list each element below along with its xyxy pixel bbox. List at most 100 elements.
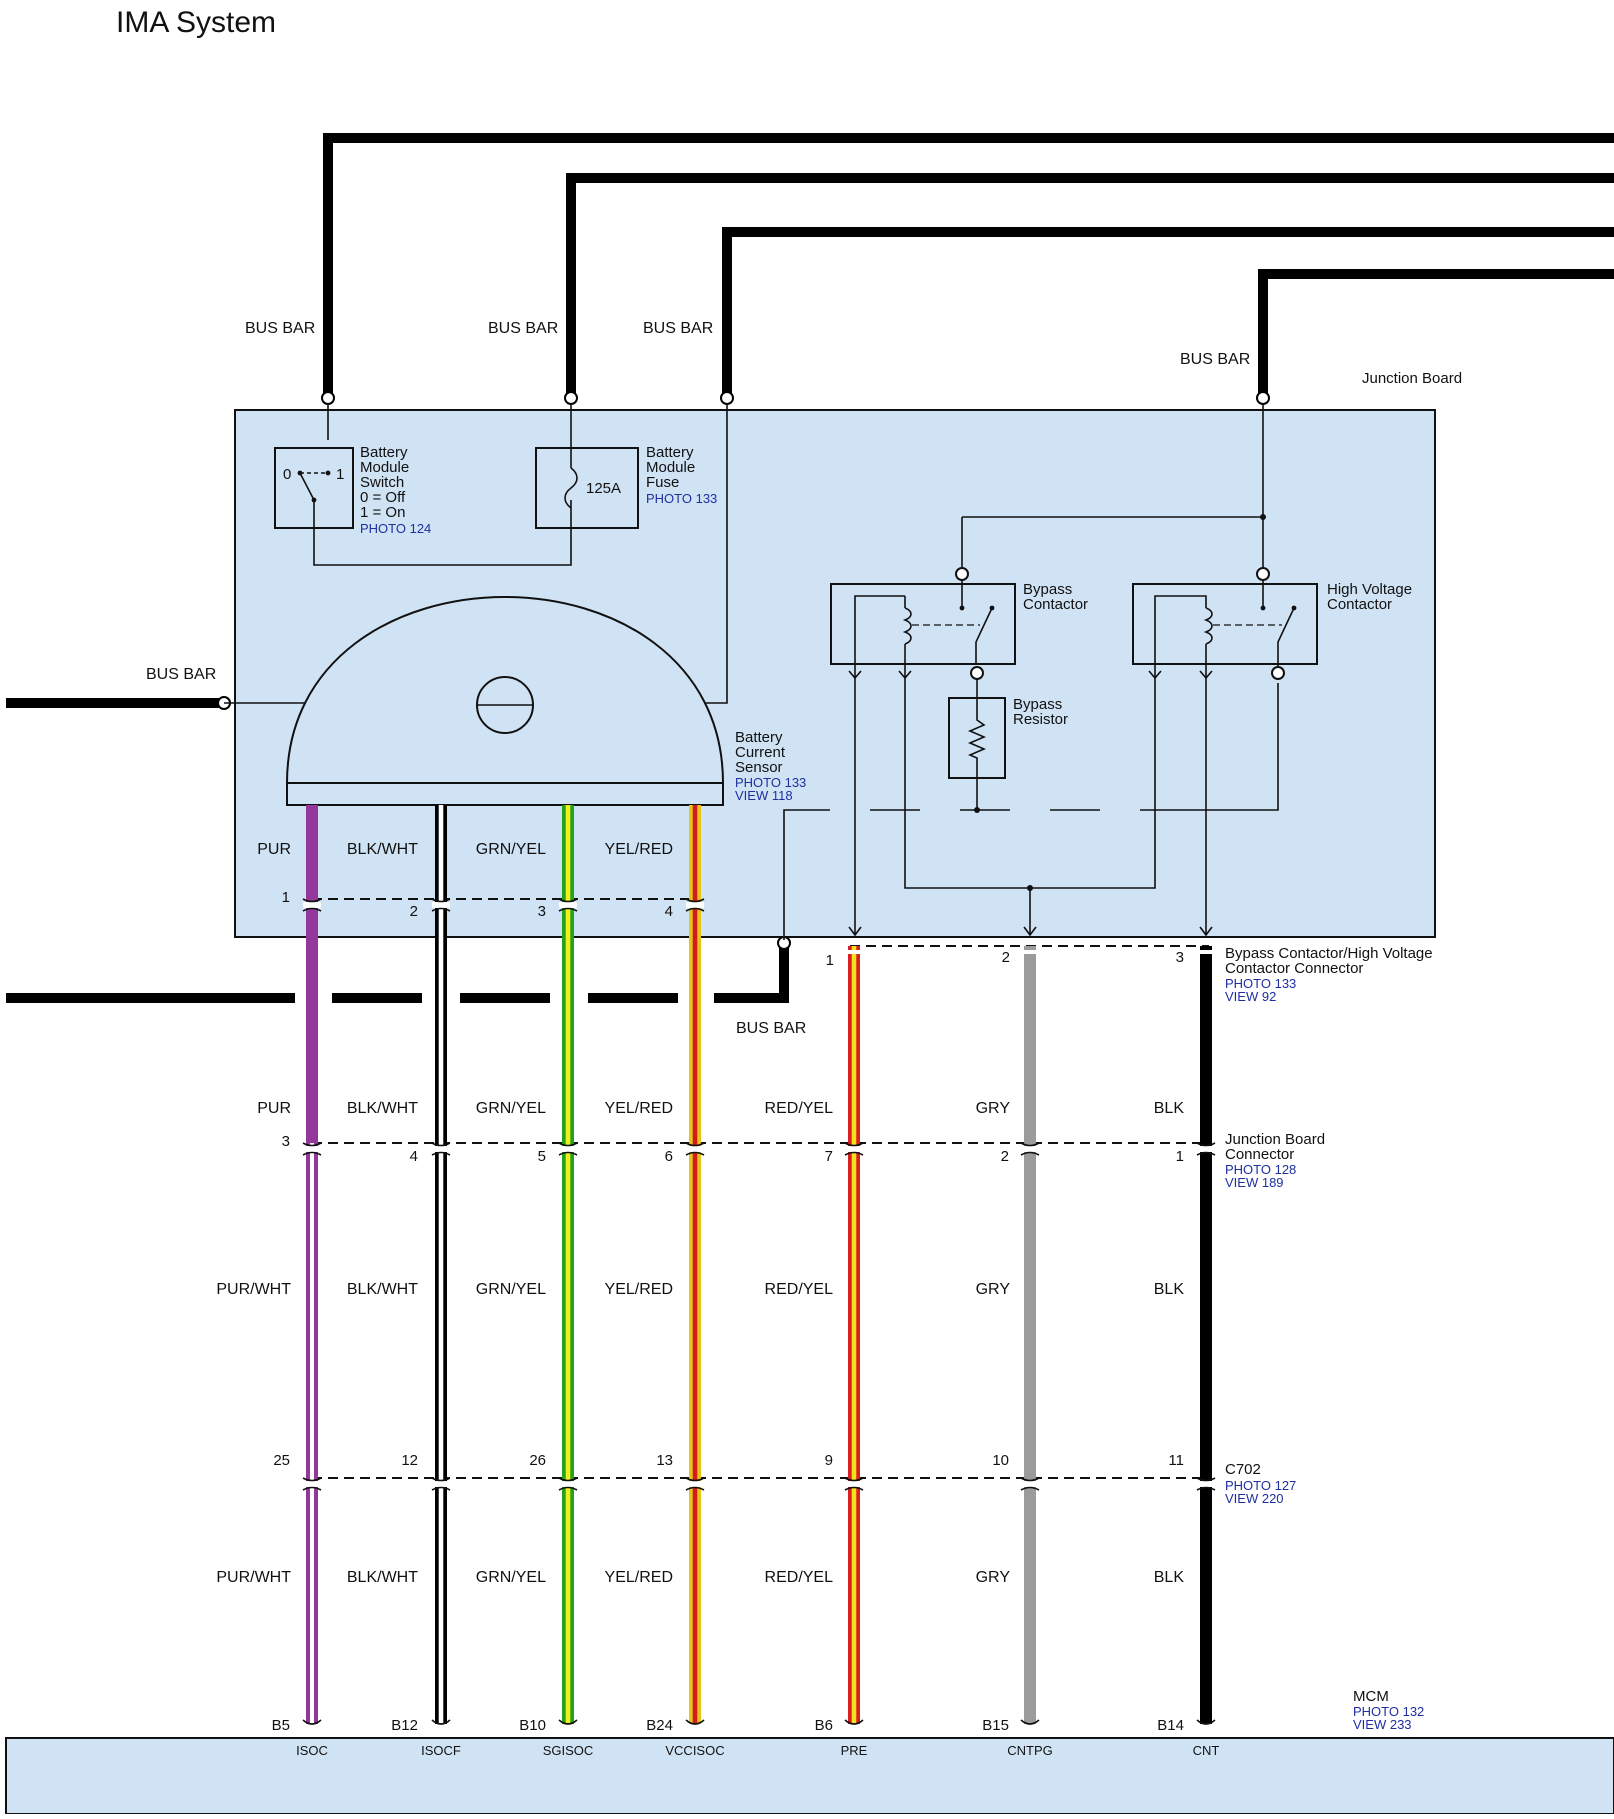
pin-number: 4 [665, 903, 673, 920]
connector-cap [1020, 1142, 1040, 1147]
wire-label: GRY [976, 1281, 1011, 1298]
wire-label: GRY [976, 1569, 1011, 1586]
bus-bar-labels: BUS BAR BUS BAR BUS BAR BUS BAR BUS BAR … [146, 320, 1250, 1037]
mcm-connector-cap [685, 1719, 705, 1725]
page-title: IMA System [116, 6, 277, 39]
mcm-pin: B5 [272, 1717, 290, 1734]
connector-cap [558, 1477, 578, 1482]
svg-text:Switch: Switch [360, 474, 404, 491]
mcm-pin: B14 [1157, 1717, 1184, 1734]
wire-labels: PUR BLK/WHT GRN/YEL YEL/RED PUR BLK/WHT … [216, 841, 1184, 1586]
bypass-contactor-label: Bypass Contactor [1023, 581, 1088, 613]
pin-number: 12 [401, 1452, 418, 1469]
connector-cap [844, 1477, 864, 1482]
connector-cap [685, 1477, 705, 1482]
svg-text:PHOTO 133: PHOTO 133 [735, 775, 806, 790]
connector-cap [431, 1477, 451, 1482]
wire-label: YEL/RED [605, 841, 673, 858]
mcm-connector-cap [1020, 1719, 1040, 1725]
battery-module-switch-label: Battery Module Switch 0 = Off 1 = On PHO… [360, 444, 431, 536]
svg-text:Battery: Battery [646, 444, 694, 461]
connector-cap [1196, 1151, 1216, 1156]
connector-break [432, 1146, 450, 1152]
connector-cap [302, 907, 322, 912]
high-voltage-contactor-label: High Voltage Contactor [1327, 581, 1412, 613]
junction-dots [974, 514, 1266, 891]
pin-number: 3 [1176, 949, 1184, 966]
mcm-terminal: ISOCF [421, 1743, 461, 1758]
connector-break [432, 1481, 450, 1487]
connector-cap [1196, 1477, 1216, 1482]
pin-number: 2 [410, 903, 418, 920]
battery-module-switch: 0 1 [274, 447, 354, 529]
connector-break [1197, 1481, 1215, 1487]
svg-text:Battery: Battery [360, 444, 408, 461]
pin-number: 2 [1001, 1148, 1009, 1165]
mcm-terminal: CNTPG [1007, 1743, 1053, 1758]
wire-label: GRY [976, 1100, 1011, 1117]
pin-number: 1 [282, 889, 290, 906]
battery-module-fuse: 125A [535, 447, 639, 529]
pin-number: 6 [665, 1148, 673, 1165]
connector-break [1021, 1481, 1039, 1487]
mcm-pin: B10 [519, 1717, 546, 1734]
wire-label: RED/YEL [765, 1569, 834, 1586]
svg-text:Fuse: Fuse [646, 474, 679, 491]
svg-text:Contactor Connector: Contactor Connector [1225, 960, 1363, 977]
wire-label: YEL/RED [605, 1569, 673, 1586]
mcm-box [5, 1737, 1614, 1815]
connector-cap [302, 1477, 322, 1482]
connector-cap [431, 898, 451, 903]
connector-break [432, 902, 450, 908]
pin-number: 2 [1002, 949, 1010, 966]
mcm-pins: B5 B12 B10 B24 B6 B15 B14 [272, 1717, 1184, 1734]
mcm-connector-cap [558, 1719, 578, 1725]
wire-label: PUR/WHT [216, 1281, 291, 1298]
mcm-terminal: VCCISOC [665, 1743, 724, 1758]
wire-label: PUR [257, 841, 291, 858]
mcm-connector-cap [1196, 1719, 1216, 1725]
pin-number: 25 [273, 1452, 290, 1469]
high-voltage-contactor [1132, 567, 1318, 680]
wire-label: GRN/YEL [476, 841, 546, 858]
arrow-heads [848, 670, 1213, 937]
svg-text:VIEW 118: VIEW 118 [735, 788, 793, 803]
battery-module-fuse-label: Battery Module Fuse PHOTO 133 [646, 444, 717, 506]
mcm-connector-cap [302, 1719, 322, 1725]
mcm-pin: B15 [982, 1717, 1009, 1734]
svg-text:Junction Board: Junction Board [1225, 1131, 1325, 1148]
bus-bar-bottom [6, 940, 789, 1003]
mcm-connector-cap [844, 1719, 864, 1725]
mcm-terminals: ISOC ISOCF SGISOC VCCISOC PRE CNTPG CNT [296, 1743, 1219, 1758]
connector-break [559, 1146, 577, 1152]
wire-label: GRN/YEL [476, 1281, 546, 1298]
connector-cap [302, 1142, 322, 1147]
svg-text:PHOTO 132: PHOTO 132 [1353, 1704, 1424, 1719]
svg-text:PHOTO 124: PHOTO 124 [360, 521, 431, 536]
pin-number: 1 [1176, 1148, 1184, 1165]
bus-bar-1 [323, 133, 1614, 398]
connector-cap [558, 1486, 578, 1491]
wire-label: BLK/WHT [347, 1281, 418, 1298]
connector-cap [844, 1486, 864, 1491]
connector-break [686, 1481, 704, 1487]
pin-number: 26 [529, 1452, 546, 1469]
wire-label: BLK [1154, 1100, 1185, 1117]
svg-text:High Voltage: High Voltage [1327, 581, 1412, 598]
wire-label: PUR/WHT [216, 1569, 291, 1586]
connector-break [1021, 1146, 1039, 1152]
mcm-terminal: PRE [841, 1743, 868, 1758]
connector-cap [844, 1142, 864, 1147]
mcm-terminal: ISOC [296, 1743, 328, 1758]
wire-label: BLK/WHT [347, 1569, 418, 1586]
svg-text:PHOTO 133: PHOTO 133 [646, 491, 717, 506]
wire-label: YEL/RED [605, 1281, 673, 1298]
svg-text:VIEW 92: VIEW 92 [1225, 989, 1276, 1004]
wire-label: PUR [257, 1100, 291, 1117]
connector-break [303, 1481, 321, 1487]
connector-break [1022, 950, 1038, 954]
pin-number: 5 [538, 1148, 546, 1165]
connector-cap [302, 1486, 322, 1491]
wire-layer [302, 805, 1216, 1725]
